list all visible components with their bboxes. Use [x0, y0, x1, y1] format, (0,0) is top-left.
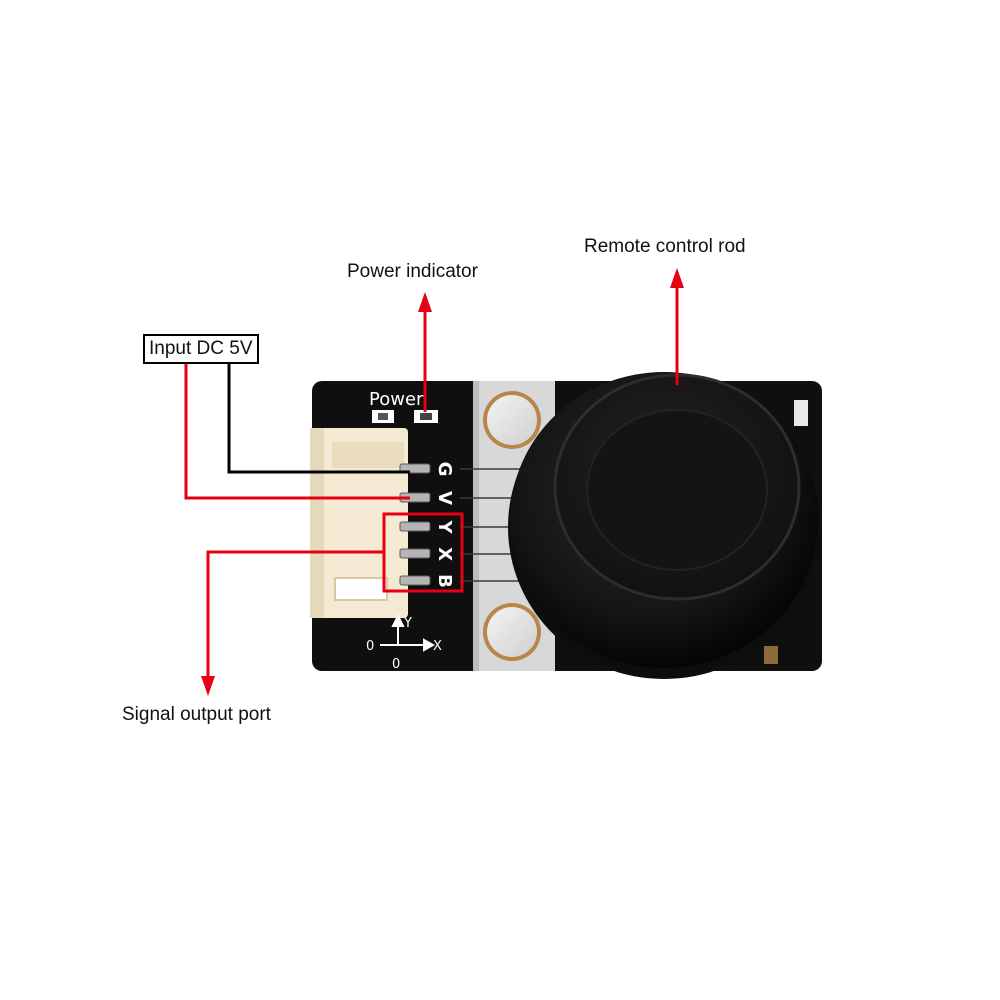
connector-latch-top — [332, 442, 404, 468]
pin-label-g: G — [434, 462, 455, 477]
pin-label-v: V — [434, 491, 455, 505]
pin-label-x: X — [434, 547, 455, 561]
axis-marking — [380, 613, 436, 652]
label-input-dc: Input DC 5V — [143, 334, 259, 364]
label-remote-control-rod: Remote control rod — [584, 236, 746, 257]
connector-pins — [399, 463, 431, 586]
connector-side — [310, 428, 324, 618]
pin-x — [399, 548, 431, 559]
leader-signal — [206, 550, 384, 680]
board-slot-top — [794, 400, 808, 426]
pin-b — [399, 575, 431, 586]
label-power-indicator: Power indicator — [347, 261, 478, 282]
leader-vcc — [184, 360, 410, 500]
axis-origin-left: 0 — [366, 639, 374, 654]
axis-label-x: X — [433, 639, 442, 654]
joystick — [508, 372, 820, 679]
axis-label-y: Y — [403, 616, 412, 631]
mounting-hole-top-inner — [487, 395, 537, 445]
board-slot-bottom — [764, 646, 778, 664]
leader-gnd — [227, 360, 410, 474]
power-silk-label: Power — [369, 389, 424, 410]
connector-latch-bottom — [334, 577, 388, 601]
arrow-power — [418, 292, 432, 312]
mounting-hole-bottom-inner — [487, 607, 537, 657]
label-signal-output-port: Signal output port — [122, 704, 271, 725]
power-led-left-pad — [378, 413, 388, 420]
pin-label-b: B — [434, 574, 455, 588]
pin-y — [399, 521, 431, 532]
axis-origin-bottom: 0 — [392, 657, 400, 672]
arrow-signal — [201, 676, 215, 696]
joystick-cap-dish — [586, 409, 768, 571]
pin-label-y: Y — [434, 519, 455, 534]
arrow-rod — [670, 268, 684, 288]
power-led-right-pad — [420, 413, 432, 420]
metal-strip-edge — [473, 381, 479, 671]
